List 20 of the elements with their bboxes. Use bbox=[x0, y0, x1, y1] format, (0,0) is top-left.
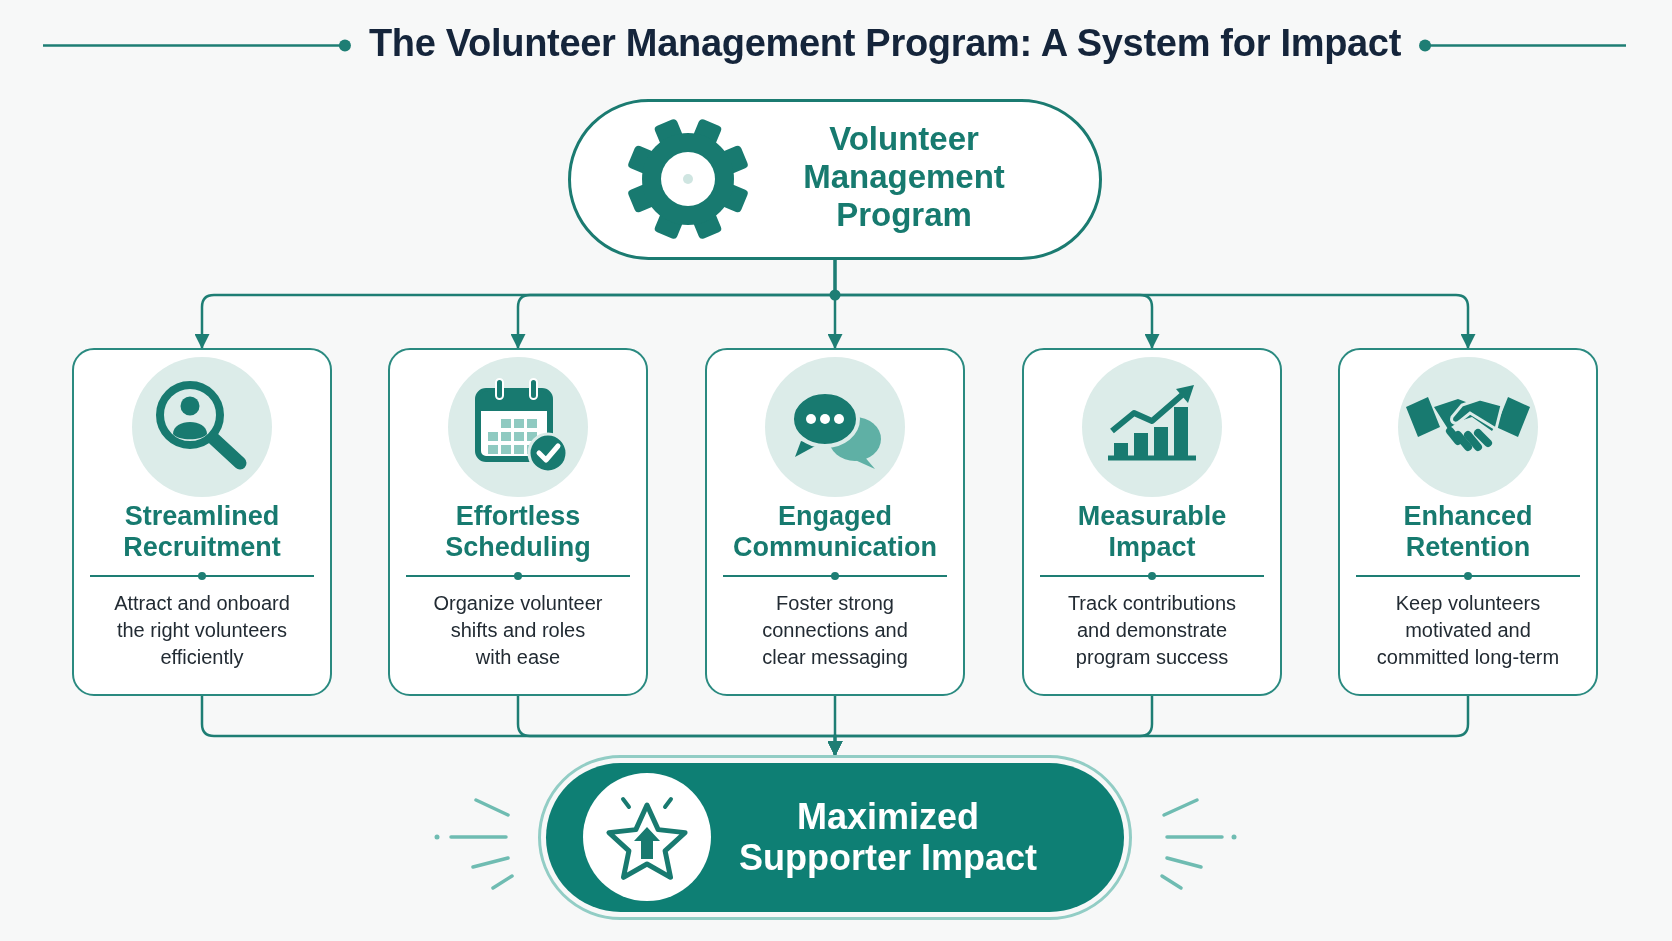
card-heading: Effortless Scheduling bbox=[444, 501, 592, 563]
feature-card bbox=[72, 348, 332, 696]
card-description: Organize volunteer shifts and roles with ease bbox=[432, 591, 604, 670]
feature-card bbox=[388, 348, 648, 696]
feature-card bbox=[1338, 348, 1598, 696]
card-heading: Enhanced Retention bbox=[1402, 501, 1534, 563]
card-heading: Streamlined Recruitment bbox=[122, 501, 282, 563]
diagram-title: The Volunteer Management Program: A System for Impact bbox=[368, 22, 1402, 65]
card-description: Keep volunteers motivated and committed long-term bbox=[1375, 591, 1561, 670]
outcome-title: Maximized Supporter Impact bbox=[737, 796, 1038, 878]
card-heading: Engaged Communication bbox=[732, 501, 938, 563]
connector-arrow bbox=[833, 260, 1476, 350]
card-description: Foster strong connections and clear messaging bbox=[761, 591, 909, 670]
feature-card bbox=[1022, 348, 1282, 696]
card-description: Attract and onboard the right volunteers efficiently bbox=[113, 591, 291, 670]
card-heading: Measurable Impact bbox=[1076, 501, 1228, 563]
card-description: Track contributions and demonstrate program success bbox=[1066, 591, 1238, 670]
connector-arrow bbox=[827, 696, 1470, 757]
feature-card bbox=[705, 348, 965, 696]
program-title: Volunteer Management Program bbox=[802, 120, 1006, 234]
